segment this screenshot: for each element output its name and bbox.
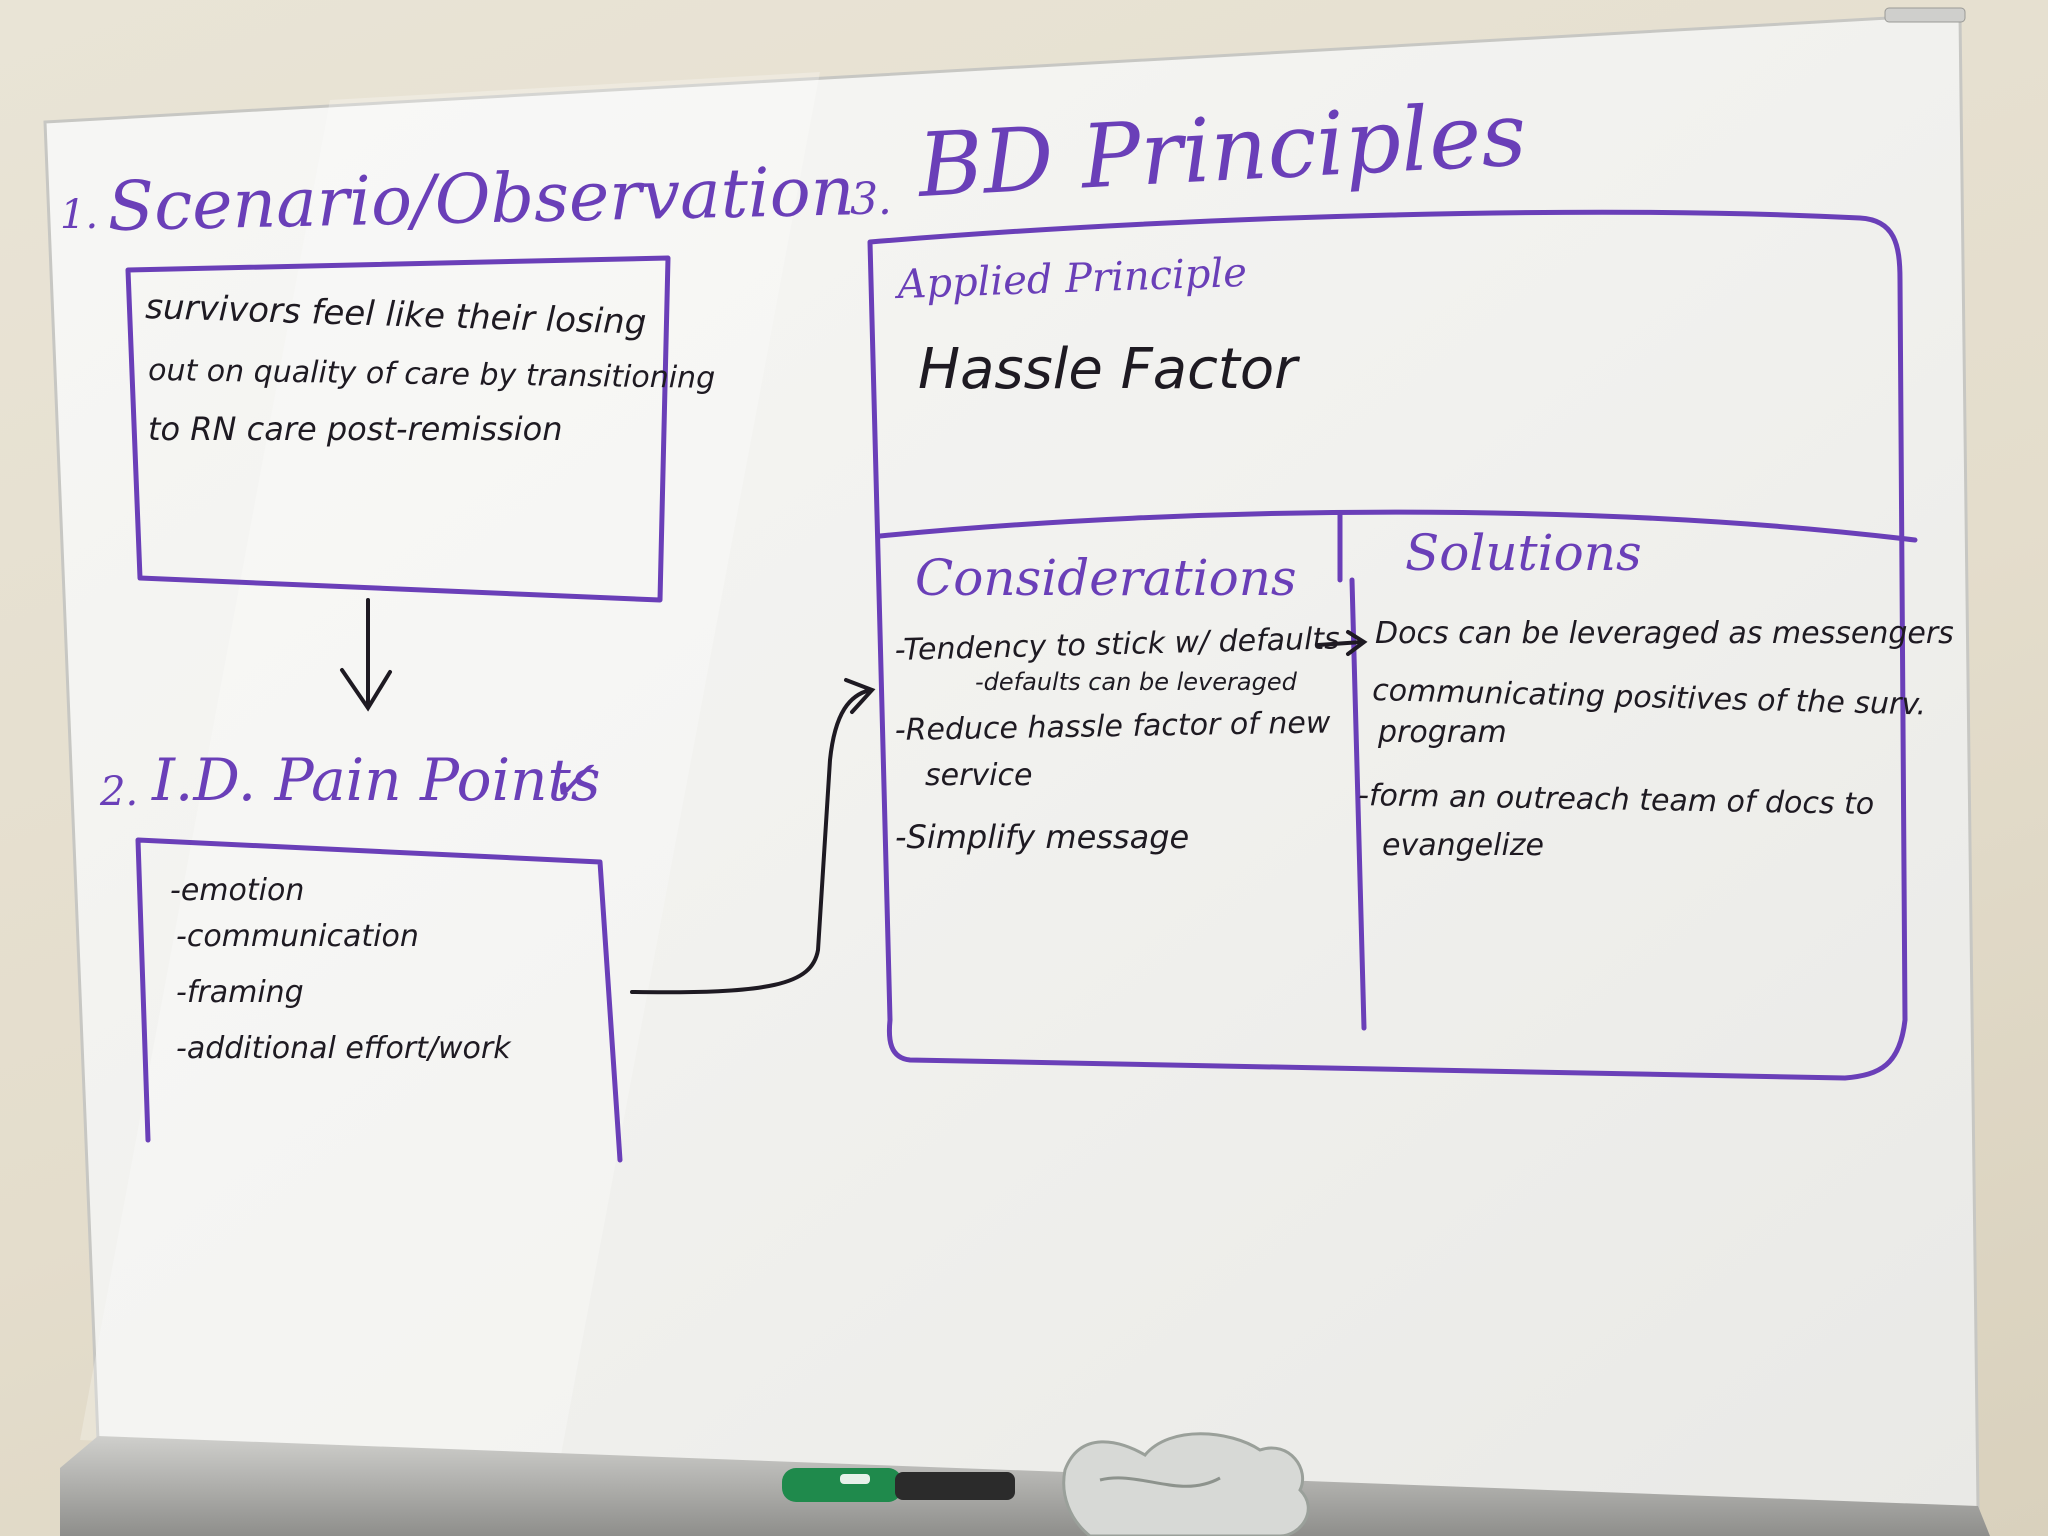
pain-points-title: I.D. Pain Points xyxy=(151,746,601,814)
solution-line: evangelize xyxy=(1382,828,1544,863)
consideration-line: service xyxy=(925,758,1032,793)
applied-principle-value: Hassle Factor xyxy=(918,337,1300,402)
consideration-line: -Simplify message xyxy=(895,818,1189,856)
marker-icon[interactable] xyxy=(782,1468,1015,1502)
cloth-icon xyxy=(1064,1434,1309,1536)
pain-points-check: ✓ xyxy=(548,749,595,814)
pain-point-item: -framing xyxy=(176,975,304,1010)
pain-point-item: -communication xyxy=(176,919,419,954)
scenario-line-3: to RN care post-remission xyxy=(148,410,563,448)
solution-line: program xyxy=(1377,715,1507,750)
pain-points-number: 2. xyxy=(99,769,138,815)
pain-point-item: -additional effort/work xyxy=(176,1031,512,1066)
solutions-heading: Solutions xyxy=(1405,524,1642,582)
consideration-line: -defaults can be leveraged xyxy=(975,668,1298,696)
bd-number: 3. xyxy=(850,174,892,225)
solution-line: Docs can be leveraged as messengers xyxy=(1375,616,1954,651)
pain-point-item: -emotion xyxy=(170,873,304,908)
scenario-number: 1. xyxy=(60,192,98,238)
considerations-heading: Considerations xyxy=(915,549,1297,607)
board-clip xyxy=(1885,8,1965,22)
scenario-title: Scenario/Observation xyxy=(107,152,856,247)
